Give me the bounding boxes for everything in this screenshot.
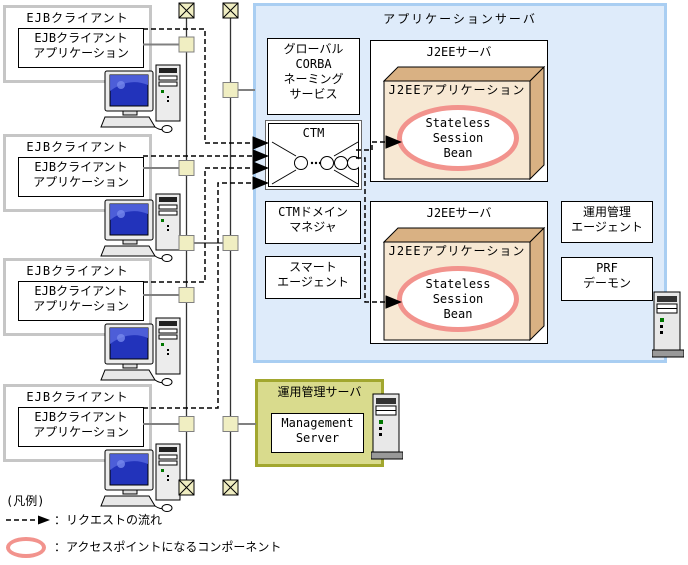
box-line: 運用管理 <box>582 205 631 219</box>
network-terminator-icon <box>178 2 239 496</box>
mgmt-line: Management <box>281 416 354 430</box>
ejb-client-title: EJBクライアント <box>26 264 129 278</box>
app-line: アプリケーション <box>33 299 129 313</box>
j2ee-server-box-1: J2EEサーバ J2EEアプリケーション Stateless Session B… <box>370 40 548 182</box>
ejb-client-title: EJBクライアント <box>26 390 129 404</box>
access-point-oval-icon <box>6 537 46 558</box>
box-line: マネジャ <box>289 220 337 234</box>
prf-daemon-box: PRF デーモン <box>561 257 653 301</box>
bean-line: Session <box>432 291 484 306</box>
j2ee-server-title: J2EEサーバ <box>426 206 492 220</box>
box-line: CTMドメイン <box>278 205 348 219</box>
request-flow-arrow-icon <box>6 515 50 525</box>
stateless-session-bean-oval: Stateless Session Bean <box>397 266 519 332</box>
bean-line: Stateless <box>425 115 491 130</box>
ejb-client-box-4: EJBクライアント EJBクライアント アプリケーション <box>3 384 181 512</box>
ejb-client-application-box: EJBクライアント アプリケーション <box>18 281 144 321</box>
management-server-inner-box: Management Server <box>271 413 364 453</box>
j2ee-application-title: J2EEアプリケーション <box>388 83 526 97</box>
desktop-computer-icon <box>100 317 181 386</box>
j2ee-server-title: J2EEサーバ <box>426 45 492 59</box>
corba-line: ネーミング <box>283 72 344 86</box>
corba-line: サービス <box>289 87 338 101</box>
box-line: エージェント <box>277 275 349 289</box>
server-tower-icon <box>652 291 684 358</box>
desktop-computer-icon <box>100 64 181 133</box>
app-line: EJBクライアント <box>34 160 128 174</box>
j2ee-application-title: J2EEアプリケーション <box>388 244 526 258</box>
box-line: デーモン <box>582 276 631 290</box>
ctm-label: CTM <box>302 126 325 140</box>
stateless-session-bean-oval: Stateless Session Bean <box>397 105 519 171</box>
app-line: EJBクライアント <box>34 410 128 424</box>
network-tap-icon <box>178 36 239 432</box>
ctm-box: CTM <box>265 120 362 190</box>
ejb-client-title: EJBクライアント <box>26 140 129 154</box>
ctm-domain-manager-box: CTMドメイン マネジャ <box>265 201 361 244</box>
mgmt-line: Server <box>295 431 340 445</box>
legend-access-point-label: ：アクセスポイントになるコンポーネント <box>54 540 282 554</box>
ejb-client-box-1: EJBクライアント EJBクライアント アプリケーション <box>3 5 181 133</box>
ejb-client-title: EJBクライアント <box>26 11 129 25</box>
ctm-box-inner: CTM <box>268 123 359 187</box>
box-line: エージェント <box>571 220 643 234</box>
application-server-box: アプリケーションサーバ グローバル CORBA ネーミング サービス CTM <box>253 3 667 363</box>
app-line: EJBクライアント <box>34 284 128 298</box>
ejb-client-application-box: EJBクライアント アプリケーション <box>18 157 144 197</box>
app-line: アプリケーション <box>33 46 129 60</box>
operation-management-agent-box: 運用管理 エージェント <box>561 201 653 243</box>
desktop-computer-icon <box>100 193 181 262</box>
corba-line: グローバル <box>283 42 344 56</box>
corba-line: CORBA <box>295 57 332 71</box>
bean-line: Stateless <box>425 276 491 291</box>
global-corba-naming-service-box: グローバル CORBA ネーミング サービス <box>267 38 360 115</box>
server-tower-icon <box>371 393 403 460</box>
management-server-title: 運用管理サーバ <box>277 385 362 399</box>
ejb-client-application-box: EJBクライアント アプリケーション <box>18 28 144 68</box>
management-server-box: 運用管理サーバ Management Server <box>255 379 384 467</box>
application-server-title: アプリケーションサーバ <box>383 12 537 26</box>
app-line: アプリケーション <box>33 175 129 189</box>
box-line: スマート <box>289 260 337 274</box>
j2ee-server-box-2: J2EEサーバ J2EEアプリケーション Stateless Session B… <box>370 201 548 344</box>
legend-heading: (凡例) <box>6 494 45 508</box>
app-line: アプリケーション <box>33 425 129 439</box>
desktop-computer-icon <box>100 443 181 512</box>
bean-line: Session <box>432 130 484 145</box>
box-line: PRF <box>596 261 618 275</box>
bean-line: Bean <box>443 306 473 321</box>
smart-agent-box: スマート エージェント <box>265 256 361 299</box>
ctm-queue-icon <box>271 141 359 185</box>
ejb-client-box-2: EJBクライアント EJBクライアント アプリケーション <box>3 134 181 262</box>
ejb-client-box-3: EJBクライアント EJBクライアント アプリケーション <box>3 258 181 386</box>
bean-line: Bean <box>443 145 473 160</box>
app-line: EJBクライアント <box>34 31 128 45</box>
legend-request-flow-label: ：リクエストの流れ <box>54 513 163 527</box>
ejb-client-application-box: EJBクライアント アプリケーション <box>18 407 144 447</box>
